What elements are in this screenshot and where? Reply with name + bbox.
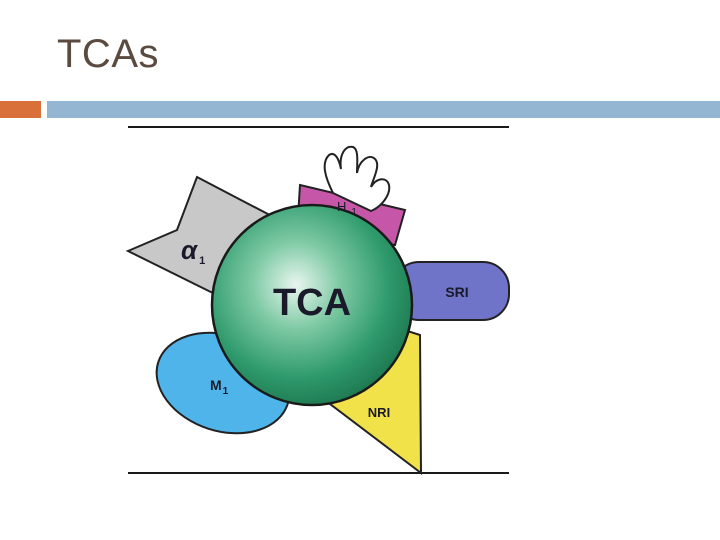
sri-label: SRI: [445, 284, 468, 300]
m1-label: M1: [210, 377, 229, 397]
title-accent-orange: [0, 101, 41, 118]
slide-title: TCAs: [57, 32, 159, 76]
glove-icon: [323, 145, 391, 213]
center-label: TCA: [273, 282, 351, 324]
nri-label: NRI: [368, 405, 390, 420]
tca-sphere: [210, 203, 414, 407]
title-accent-blue: [47, 101, 720, 118]
